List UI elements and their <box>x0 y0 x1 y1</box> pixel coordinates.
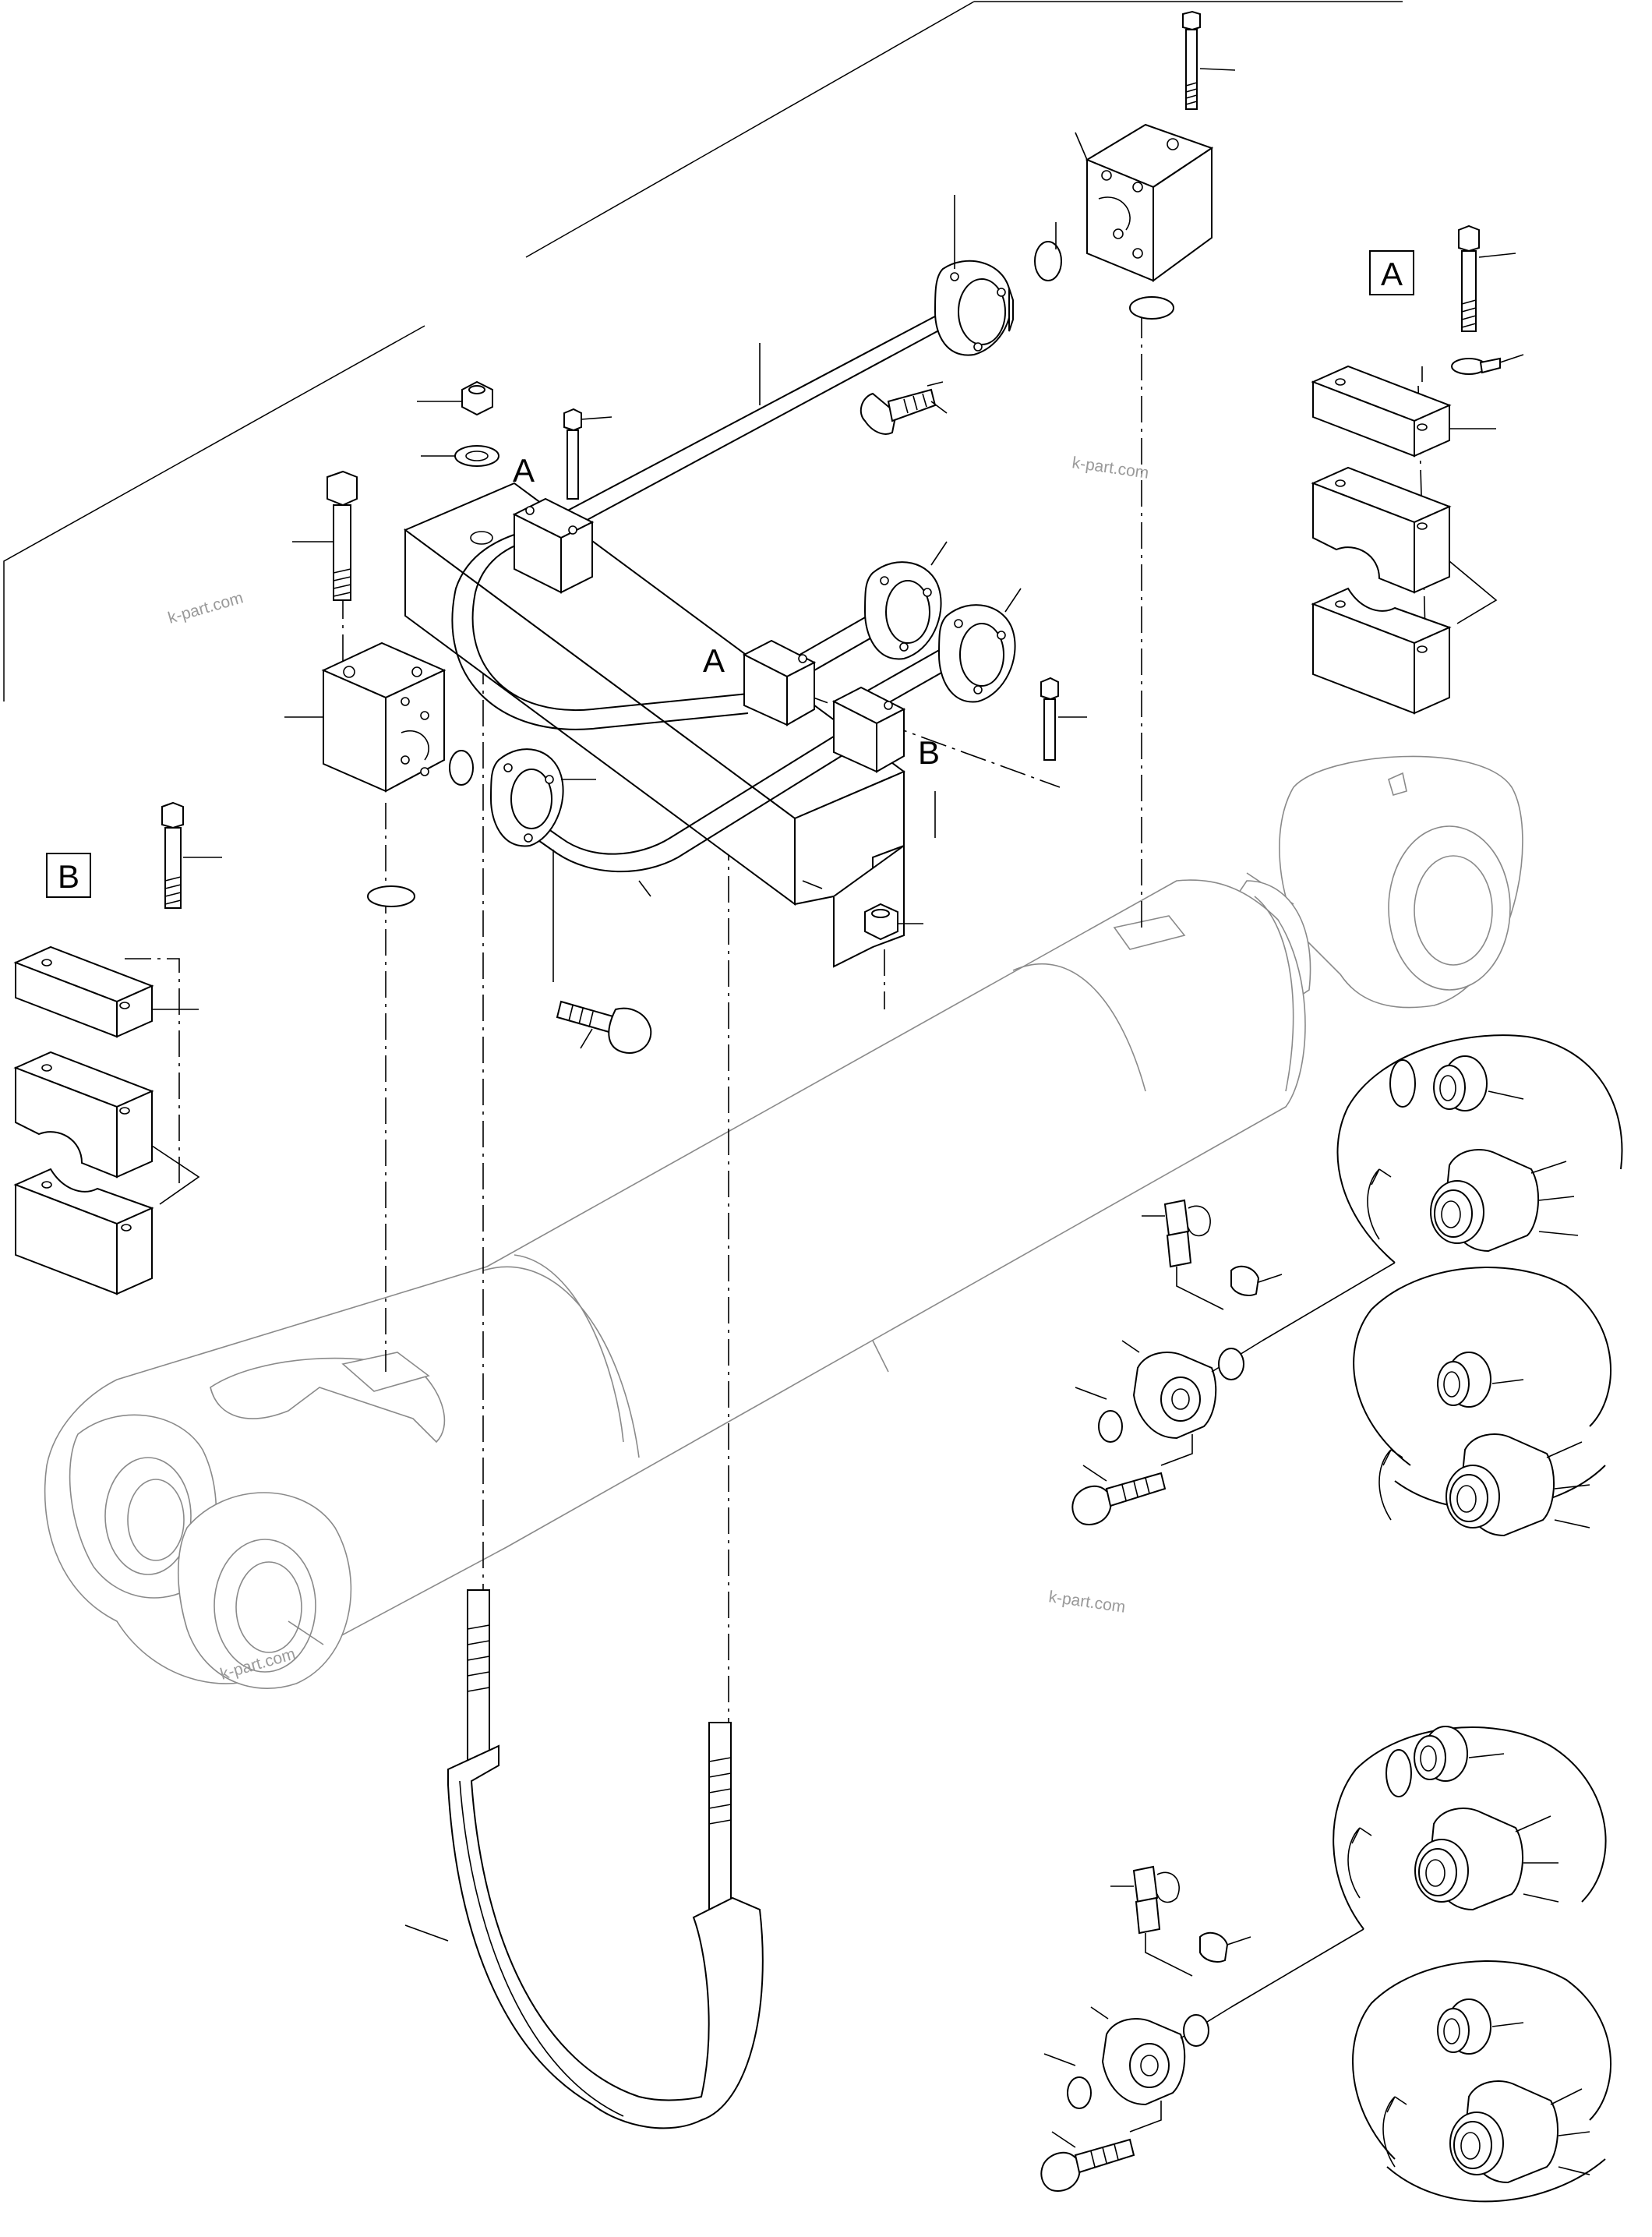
left-manifold-block <box>284 641 474 907</box>
port-kit-lower <box>1040 1865 1364 2192</box>
upper-tube-assembly <box>545 195 1057 535</box>
detail-a-group <box>1311 224 1524 715</box>
watermark-1: k-part.com <box>166 588 245 627</box>
hydraulic-cylinder-ghost <box>44 755 1523 1689</box>
flange-bolt-upper <box>860 381 948 435</box>
label-box-a: A <box>1369 250 1414 295</box>
watermark-3: k-part.com <box>1047 1588 1126 1617</box>
frame-lines <box>3 1 1403 701</box>
clamp-block-upper <box>512 497 595 594</box>
left-manifold-bolt <box>292 470 358 601</box>
label-box-b: B <box>46 853 91 898</box>
u-strap <box>404 1589 764 2129</box>
clamp-block-lower <box>831 686 906 773</box>
port-kit-upper <box>1071 1199 1396 1525</box>
left-flange <box>489 748 651 897</box>
u-tube <box>451 529 749 730</box>
detail-b-group <box>13 801 222 1295</box>
middle-flange-2 <box>937 588 1022 703</box>
label-a-clamp-middle: A <box>703 642 725 679</box>
label-b-clamp: B <box>918 734 940 771</box>
svg-text:B: B <box>58 858 79 895</box>
callout-circle-4 <box>1352 1960 1612 2203</box>
svg-text:A: A <box>1381 256 1403 292</box>
middle-flange-1 <box>863 541 948 660</box>
label-a-clamp-upper: A <box>513 452 535 489</box>
bracket-nut-lower <box>802 791 936 941</box>
bracket-bolt-right <box>1040 677 1087 761</box>
bracket-nut-washer <box>417 380 499 467</box>
flange-bolt-lower <box>552 850 652 1054</box>
callout-circle-3 <box>1333 1726 1607 1930</box>
callout-circle-2 <box>1353 1267 1612 1537</box>
bracket-bolt-top <box>563 408 612 500</box>
clamp-block-middle <box>742 639 817 726</box>
callout-circle-1 <box>1336 1034 1623 1263</box>
watermark-2: k-part.com <box>1071 454 1149 482</box>
mounting-bracket <box>404 482 905 968</box>
top-manifold-block <box>1034 10 1236 320</box>
